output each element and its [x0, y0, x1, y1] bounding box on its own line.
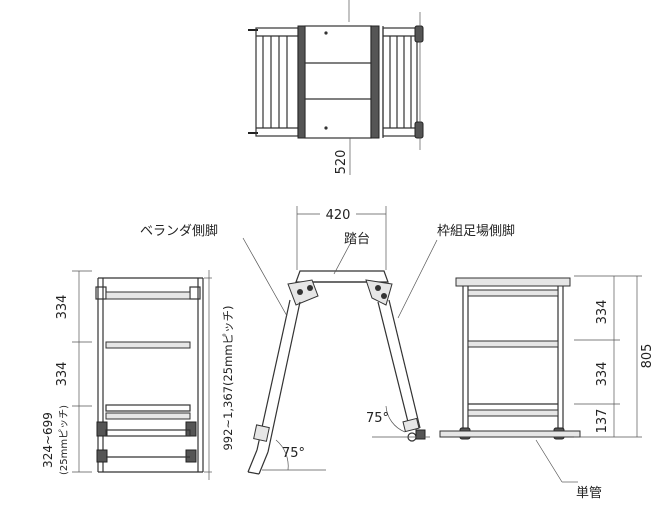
left-adjust-dimension: 324~699 [41, 412, 55, 468]
top-view [248, 0, 424, 175]
angle-left-label: 75° [282, 446, 305, 461]
left-section-2-dimension: 334 [55, 362, 70, 387]
step-width-dimension: 420 [326, 208, 351, 223]
left-adjust-pitch: (25mmピッチ) [58, 405, 70, 475]
frame-leg-label: 枠組足場側脚 [437, 223, 515, 239]
step-label: 踏台 [344, 232, 370, 247]
side-view [242, 206, 438, 475]
right-section-2-dimension: 334 [595, 362, 610, 387]
right-front-view [439, 275, 642, 483]
veranda-leg-label: ベランダ側脚 [140, 223, 218, 239]
right-section-1-dimension: 334 [595, 300, 610, 325]
single-pipe-label: 単管 [576, 485, 602, 501]
total-height-dimension: 805 [640, 344, 655, 369]
right-section-3-dimension: 137 [595, 409, 610, 434]
left-front-view [72, 270, 212, 480]
leg-length-dimension: 992~1,367(25mmピッチ) [221, 305, 235, 450]
angle-right-label: 75° [366, 411, 389, 426]
top-width-dimension: 520 [334, 150, 349, 175]
left-section-1-dimension: 334 [55, 295, 70, 320]
